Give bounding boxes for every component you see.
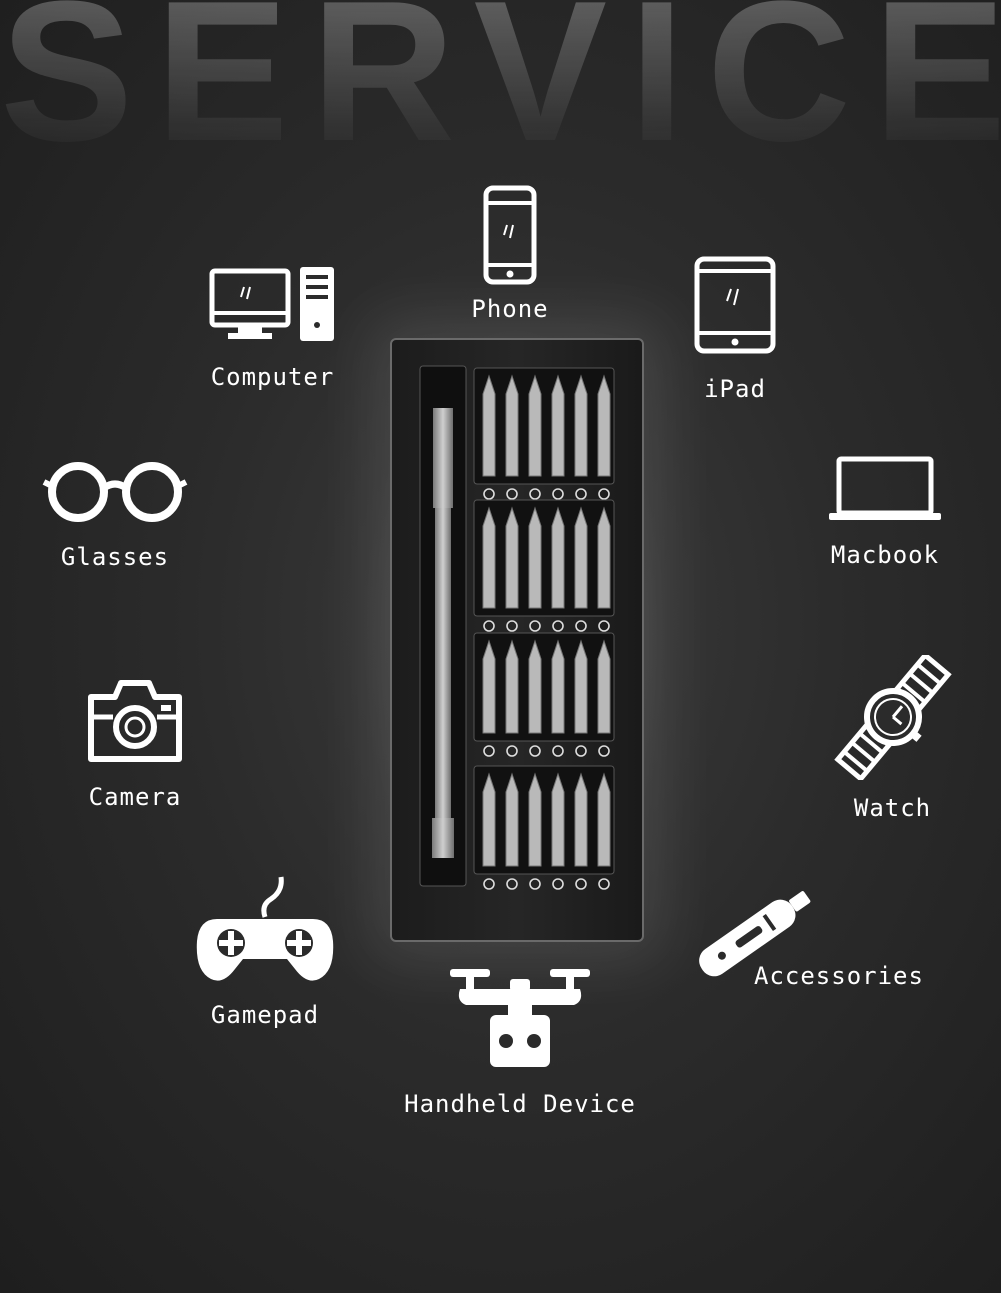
bit-type-icon — [483, 878, 495, 890]
computer-icon — [209, 267, 334, 341]
device-label: Gamepad — [210, 1001, 320, 1029]
screwdriver-case — [390, 338, 644, 942]
device-ipad: iPad — [680, 255, 790, 403]
watch-icon — [833, 655, 952, 780]
phone-icon — [483, 185, 537, 285]
device-gamepad: Gamepad — [190, 875, 340, 1029]
device-glasses: Glasses — [40, 458, 190, 571]
screwdriver-bit — [597, 374, 611, 477]
screwdriver-bit — [574, 639, 588, 734]
bit-type-icon — [506, 745, 518, 757]
screwdriver-bit — [505, 772, 519, 867]
bit-type-icon — [483, 745, 495, 757]
device-label: Handheld Device — [404, 1090, 636, 1118]
device-label: Accessories — [754, 962, 924, 990]
screwdriver-bit — [482, 506, 496, 609]
screwdriver-bit — [574, 506, 588, 609]
bit-type-icon — [575, 745, 587, 757]
bit-type-icon — [483, 620, 495, 632]
bit-type-icon — [552, 745, 564, 757]
device-handheld: Handheld Device — [395, 965, 645, 1118]
device-computer: Computer — [200, 265, 345, 391]
bit-type-icon — [529, 488, 541, 500]
screwdriver-bit — [574, 772, 588, 867]
ipad-icon — [694, 256, 776, 354]
screwdriver-bit — [505, 374, 519, 477]
screwdriver-bit — [597, 772, 611, 867]
bit-type-icon — [529, 745, 541, 757]
screwdriver-bit — [505, 506, 519, 609]
device-label: iPad — [704, 375, 766, 403]
screwdriver-bit — [551, 374, 565, 477]
bit-type-icon — [483, 488, 495, 500]
screwdriver-bit — [551, 506, 565, 609]
device-watch: Watch — [825, 655, 960, 822]
screwdriver-bit — [482, 772, 496, 867]
bit-type-icon — [598, 620, 610, 632]
screwdriver-bit — [551, 772, 565, 867]
accessories-icon — [699, 891, 811, 977]
bit-type-icon — [506, 620, 518, 632]
screwdriver-bit — [528, 374, 542, 477]
screwdriver-bit — [505, 639, 519, 734]
camera-icon — [88, 680, 182, 762]
macbook-icon — [829, 456, 941, 520]
device-accessories: Accessories — [688, 880, 938, 990]
bit-type-icon — [598, 488, 610, 500]
bit-type-icon — [506, 488, 518, 500]
device-macbook: Macbook — [820, 455, 950, 569]
bit-type-icon — [598, 745, 610, 757]
bit-type-icon — [506, 878, 518, 890]
screwdriver-set-illustration — [419, 365, 615, 890]
device-label: Camera — [88, 783, 182, 811]
device-phone: Phone — [450, 185, 570, 323]
bit-type-icon — [598, 878, 610, 890]
device-label: Computer — [210, 363, 335, 391]
bit-type-icon — [575, 878, 587, 890]
bit-type-icon — [529, 878, 541, 890]
screwdriver-bit — [528, 639, 542, 734]
screwdriver-bit — [482, 639, 496, 734]
screwdriver-bit — [597, 506, 611, 609]
screwdriver-bit — [528, 772, 542, 867]
bit-type-icon — [552, 488, 564, 500]
screwdriver-bit — [528, 506, 542, 609]
bit-tray — [473, 367, 615, 890]
bit-type-icon — [529, 620, 541, 632]
glasses-icon — [42, 462, 188, 522]
bit-type-icon — [575, 488, 587, 500]
screwdriver-bit — [574, 374, 588, 477]
device-label: Phone — [471, 295, 549, 323]
screwdriver-bit — [482, 374, 496, 477]
device-label: Glasses — [60, 543, 170, 571]
device-camera: Camera — [75, 675, 195, 811]
screwdriver-bit — [597, 639, 611, 734]
screwdriver-bit — [551, 639, 565, 734]
device-label: Macbook — [830, 541, 940, 569]
bit-type-icon — [552, 620, 564, 632]
device-label: Watch — [853, 794, 932, 822]
drone-icon — [450, 969, 590, 1067]
hero-title: SERVICE — [0, 0, 1001, 172]
gamepad-icon — [196, 876, 334, 981]
bit-type-icon — [552, 878, 564, 890]
bit-type-icon — [575, 620, 587, 632]
